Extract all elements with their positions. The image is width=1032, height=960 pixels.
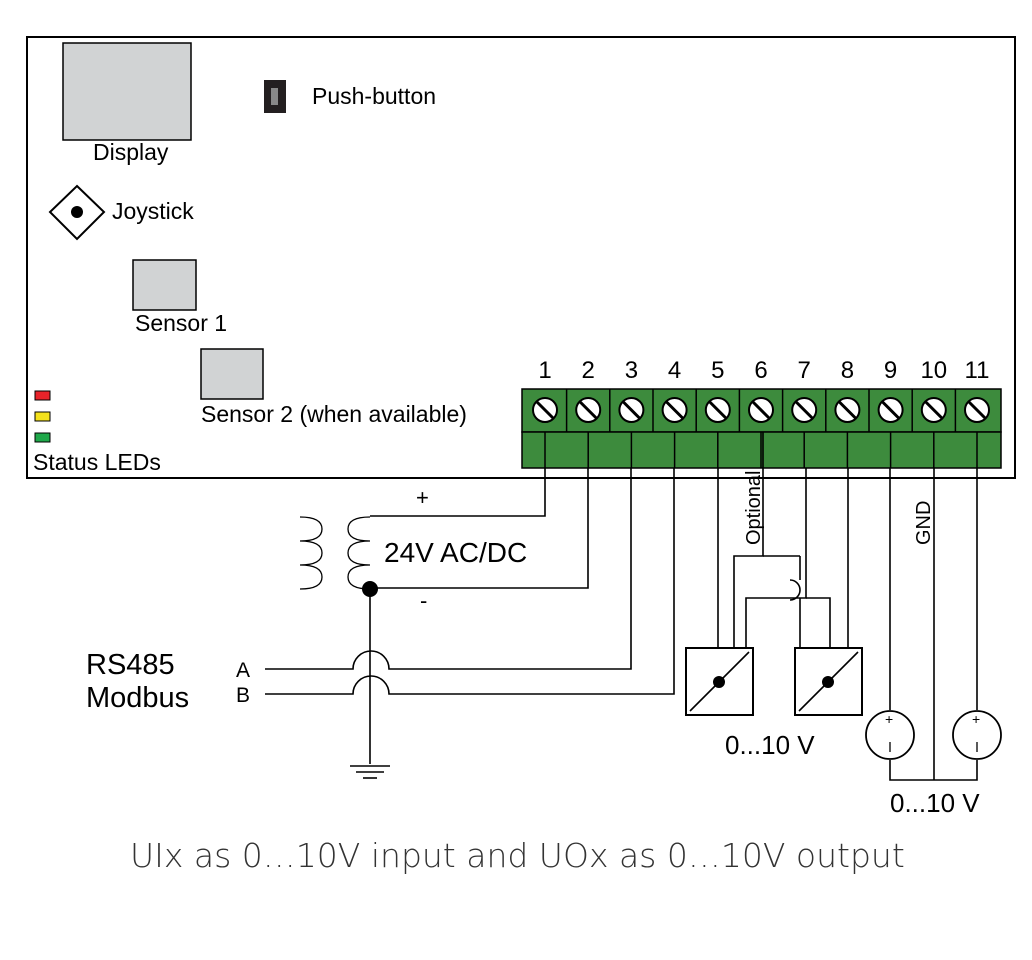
input-device-2 [794, 647, 863, 716]
supply-label: 24V AC/DC [384, 537, 527, 568]
terminal-block: 1 2 3 4 5 6 7 8 9 10 11 [521, 357, 1002, 469]
minus-label: - [420, 588, 427, 613]
status-leds-label: Status LEDs [33, 449, 161, 475]
terminal-number-10: 10 [920, 357, 947, 384]
svg-text:+: + [972, 711, 980, 727]
sensor-1 [132, 259, 197, 311]
terminal-number-9: 9 [884, 357, 897, 384]
screw-slot-icon [708, 400, 727, 420]
wire-terminal-7 [800, 468, 807, 599]
rs485-a-label: A [236, 659, 250, 682]
wire-hop [789, 579, 801, 601]
output-device-1: + [865, 710, 915, 760]
diagram-caption: UIx as 0…10V input and UOx as 0…10V outp… [130, 836, 905, 875]
gnd-label: GND [913, 501, 935, 545]
wire-terminal-7-to-sensor-b [806, 597, 831, 648]
outputs-voltage-label: 0...10 V [890, 788, 980, 818]
terminal-number-8: 8 [841, 357, 854, 384]
terminal-number-11: 11 [965, 357, 990, 384]
status-led-yellow [34, 411, 51, 422]
rs485-b-label: B [236, 684, 250, 707]
ground-icon [350, 765, 390, 779]
status-led-red [34, 390, 51, 401]
screw-slot-icon [751, 400, 771, 420]
wire-terminal-6 [733, 432, 764, 648]
status-led-green [34, 432, 51, 443]
screw-slot-icon [967, 400, 987, 420]
display-label: Display [93, 139, 169, 165]
push-button-slot [271, 88, 278, 105]
wire-terminal-1 [370, 468, 546, 517]
wire-terminal-7-to-sensor-a [745, 597, 800, 648]
inputs-voltage-label: 0...10 V [725, 730, 815, 760]
sensor-2 [200, 348, 264, 400]
output-device-2: + [952, 710, 1002, 760]
wire-terminal-3 [265, 468, 632, 670]
wire-terminal-2 [370, 468, 589, 589]
joystick-center-icon [71, 206, 83, 218]
screw-slot-icon [579, 400, 598, 420]
optional-label: Optional [743, 471, 765, 546]
rs485-label: RS485 [86, 649, 175, 681]
terminal-number-6: 6 [754, 357, 767, 384]
sensor-1-label: Sensor 1 [135, 310, 227, 336]
joystick-label: Joystick [112, 198, 194, 224]
transformer-icon [299, 516, 371, 590]
wire-gnd-bus [889, 760, 978, 781]
wire-terminal-4 [265, 468, 675, 695]
screw-slot-icon [665, 400, 684, 420]
terminal-number-2: 2 [582, 357, 595, 384]
push-button-label: Push-button [312, 83, 436, 109]
screw-slot-icon [535, 400, 555, 420]
screw-slot-icon [924, 400, 943, 420]
screw-slot-icon [881, 400, 900, 420]
terminal-number-3: 3 [625, 357, 638, 384]
modbus-label: Modbus [86, 682, 189, 714]
terminal-number-5: 5 [711, 357, 724, 384]
plus-label: + [416, 485, 429, 510]
screw-slot-icon [622, 400, 641, 420]
wires [265, 432, 978, 781]
terminal-number-4: 4 [668, 357, 681, 384]
terminal-number-1: 1 [538, 357, 551, 384]
display [62, 42, 192, 141]
svg-text:+: + [885, 711, 893, 727]
sensor-2-label: Sensor 2 (when available) [201, 401, 467, 427]
terminal-number-7: 7 [798, 357, 811, 384]
junction-dot [362, 581, 378, 597]
screw-slot-icon [838, 400, 857, 420]
screw-slot-icon [795, 400, 814, 420]
input-device-1 [685, 647, 754, 716]
